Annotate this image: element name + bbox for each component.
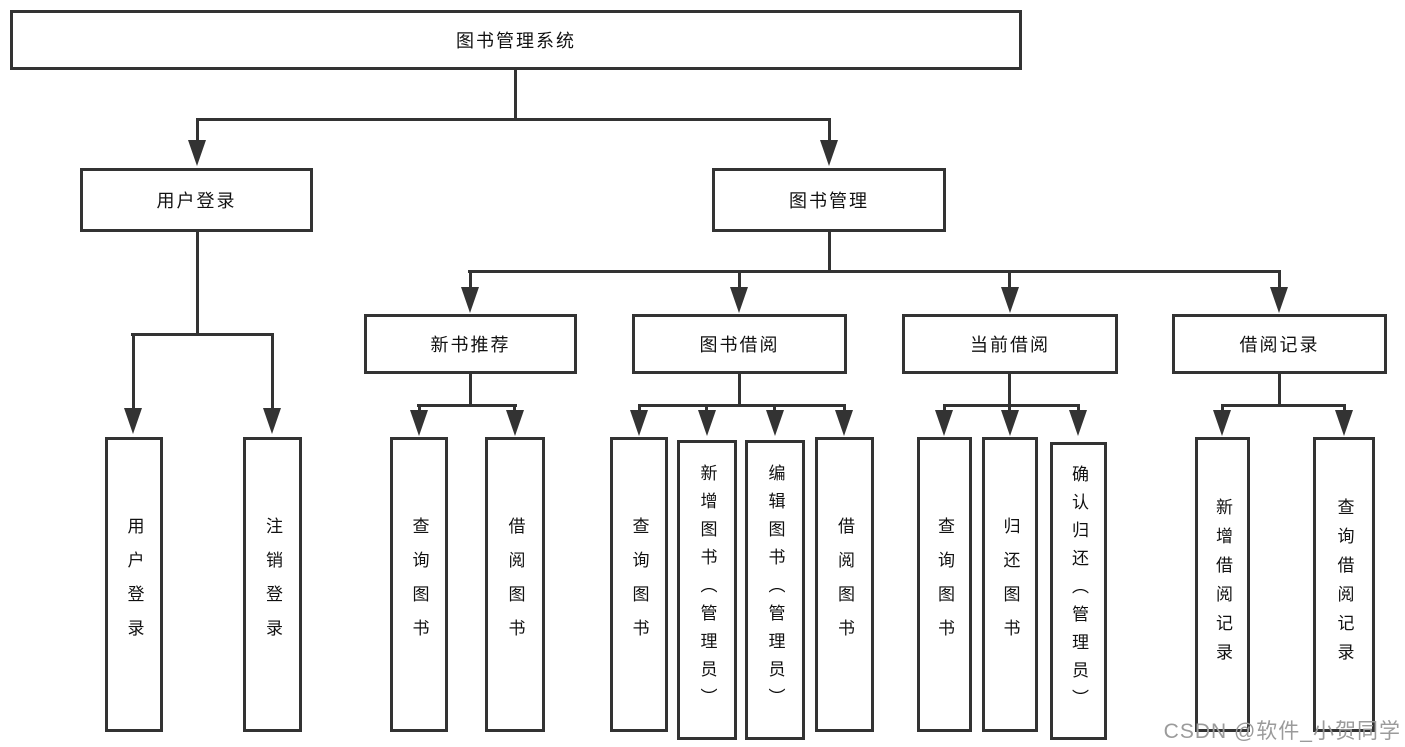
connector-leaf-shaft	[1077, 404, 1080, 412]
connector-borrow-record-stem	[1278, 374, 1281, 407]
node-leaf-return-book: 归还图书	[982, 437, 1038, 732]
arrowhead-leaf-icon	[1335, 410, 1353, 436]
arrowhead-current-borrow-icon	[1001, 287, 1019, 313]
connector-leaf-shaft	[1343, 404, 1346, 412]
connector-leaf-shaft	[1008, 404, 1011, 412]
arrowhead-leaf-icon	[1001, 410, 1019, 436]
connector-new-book-shaft	[469, 272, 472, 288]
connector-borrow-record-leafbranch	[1221, 404, 1346, 407]
connector-leaf-shaft	[418, 404, 421, 412]
arrowhead-new-book-icon	[461, 287, 479, 313]
arrowhead-book-borrow-icon	[730, 287, 748, 313]
connector-leaf-logout-shaft	[271, 333, 274, 409]
arrowhead-leaf-icon	[766, 410, 784, 436]
arrowhead-leaf-icon	[1213, 410, 1231, 436]
node-leaf-query-book-2: 查询图书	[610, 437, 668, 732]
node-leaf-logout: 注销登录	[243, 437, 302, 732]
connector-current-borrow-stem	[1008, 374, 1011, 407]
node-leaf-query-book-3: 查询图书	[917, 437, 972, 732]
connector-current-borrow-shaft	[1008, 272, 1011, 288]
node-leaf-borrow-book-1: 借阅图书	[485, 437, 545, 732]
connector-leaf-login-shaft	[132, 333, 135, 409]
connector-book-mgmt-shaft	[828, 120, 831, 142]
connector-new-book-stem	[469, 374, 472, 407]
connector-book-borrow-stem	[738, 374, 741, 407]
connector-leaf-shaft	[773, 404, 776, 412]
arrowhead-leaf-icon	[506, 410, 524, 436]
connector-book-borrow-leafbranch	[638, 404, 846, 407]
connector-current-borrow-leafbranch	[943, 404, 1080, 407]
node-leaf-query-book-1: 查询图书	[390, 437, 448, 732]
node-leaf-borrow-book-2: 借阅图书	[815, 437, 874, 732]
node-leaf-add-borrow-record: 新增借阅记录	[1195, 437, 1250, 732]
connector-leaf-shaft	[638, 404, 641, 412]
arrowhead-leaf-icon	[1069, 410, 1087, 436]
connector-leaf-shaft	[1221, 404, 1224, 412]
arrowhead-leaf-icon	[935, 410, 953, 436]
connector-user-login-stem	[196, 232, 199, 336]
connector-user-login-branch	[131, 333, 274, 336]
arrowhead-leaf-icon	[835, 410, 853, 436]
connector-leaf-shaft	[513, 404, 516, 412]
arrowhead-borrow-record-icon	[1270, 287, 1288, 313]
connector-root-stem	[514, 70, 517, 120]
connector-book-mgmt-branch	[468, 270, 1281, 273]
node-current-borrow: 当前借阅	[902, 314, 1118, 374]
node-leaf-query-borrow-record: 查询借阅记录	[1313, 437, 1375, 732]
arrowhead-leaf-icon	[698, 410, 716, 436]
arrowhead-leaf-login-icon	[124, 408, 142, 434]
arrowhead-leaf-icon	[630, 410, 648, 436]
node-book-mgmt: 图书管理	[712, 168, 946, 232]
connector-book-mgmt-stem	[828, 232, 831, 273]
connector-book-borrow-shaft	[738, 272, 741, 288]
connector-leaf-shaft	[843, 404, 846, 412]
arrowhead-book-mgmt-icon	[820, 140, 838, 166]
node-leaf-user-login: 用户登录	[105, 437, 163, 732]
connector-borrow-record-shaft	[1278, 272, 1281, 288]
arrowhead-leaf-icon	[410, 410, 428, 436]
connector-leaf-shaft	[943, 404, 946, 412]
node-new-book-recommend: 新书推荐	[364, 314, 577, 374]
connector-user-login-shaft	[196, 120, 199, 142]
node-root: 图书管理系统	[10, 10, 1022, 70]
node-book-borrow: 图书借阅	[632, 314, 847, 374]
node-leaf-add-book-admin: 新增图书（管理员）	[677, 440, 737, 740]
connector-root-branch	[196, 118, 831, 121]
node-leaf-confirm-return-admin: 确认归还（管理员）	[1050, 442, 1107, 740]
connector-leaf-shaft	[705, 404, 708, 412]
node-user-login: 用户登录	[80, 168, 313, 232]
arrowhead-leaf-logout-icon	[263, 408, 281, 434]
node-borrow-record: 借阅记录	[1172, 314, 1387, 374]
csdn-watermark: CSDN @软件_小贺同学	[1163, 720, 1401, 743]
connector-new-book-branch	[417, 404, 517, 407]
arrowhead-user-login-icon	[188, 140, 206, 166]
node-leaf-edit-book-admin: 编辑图书（管理员）	[745, 440, 805, 740]
